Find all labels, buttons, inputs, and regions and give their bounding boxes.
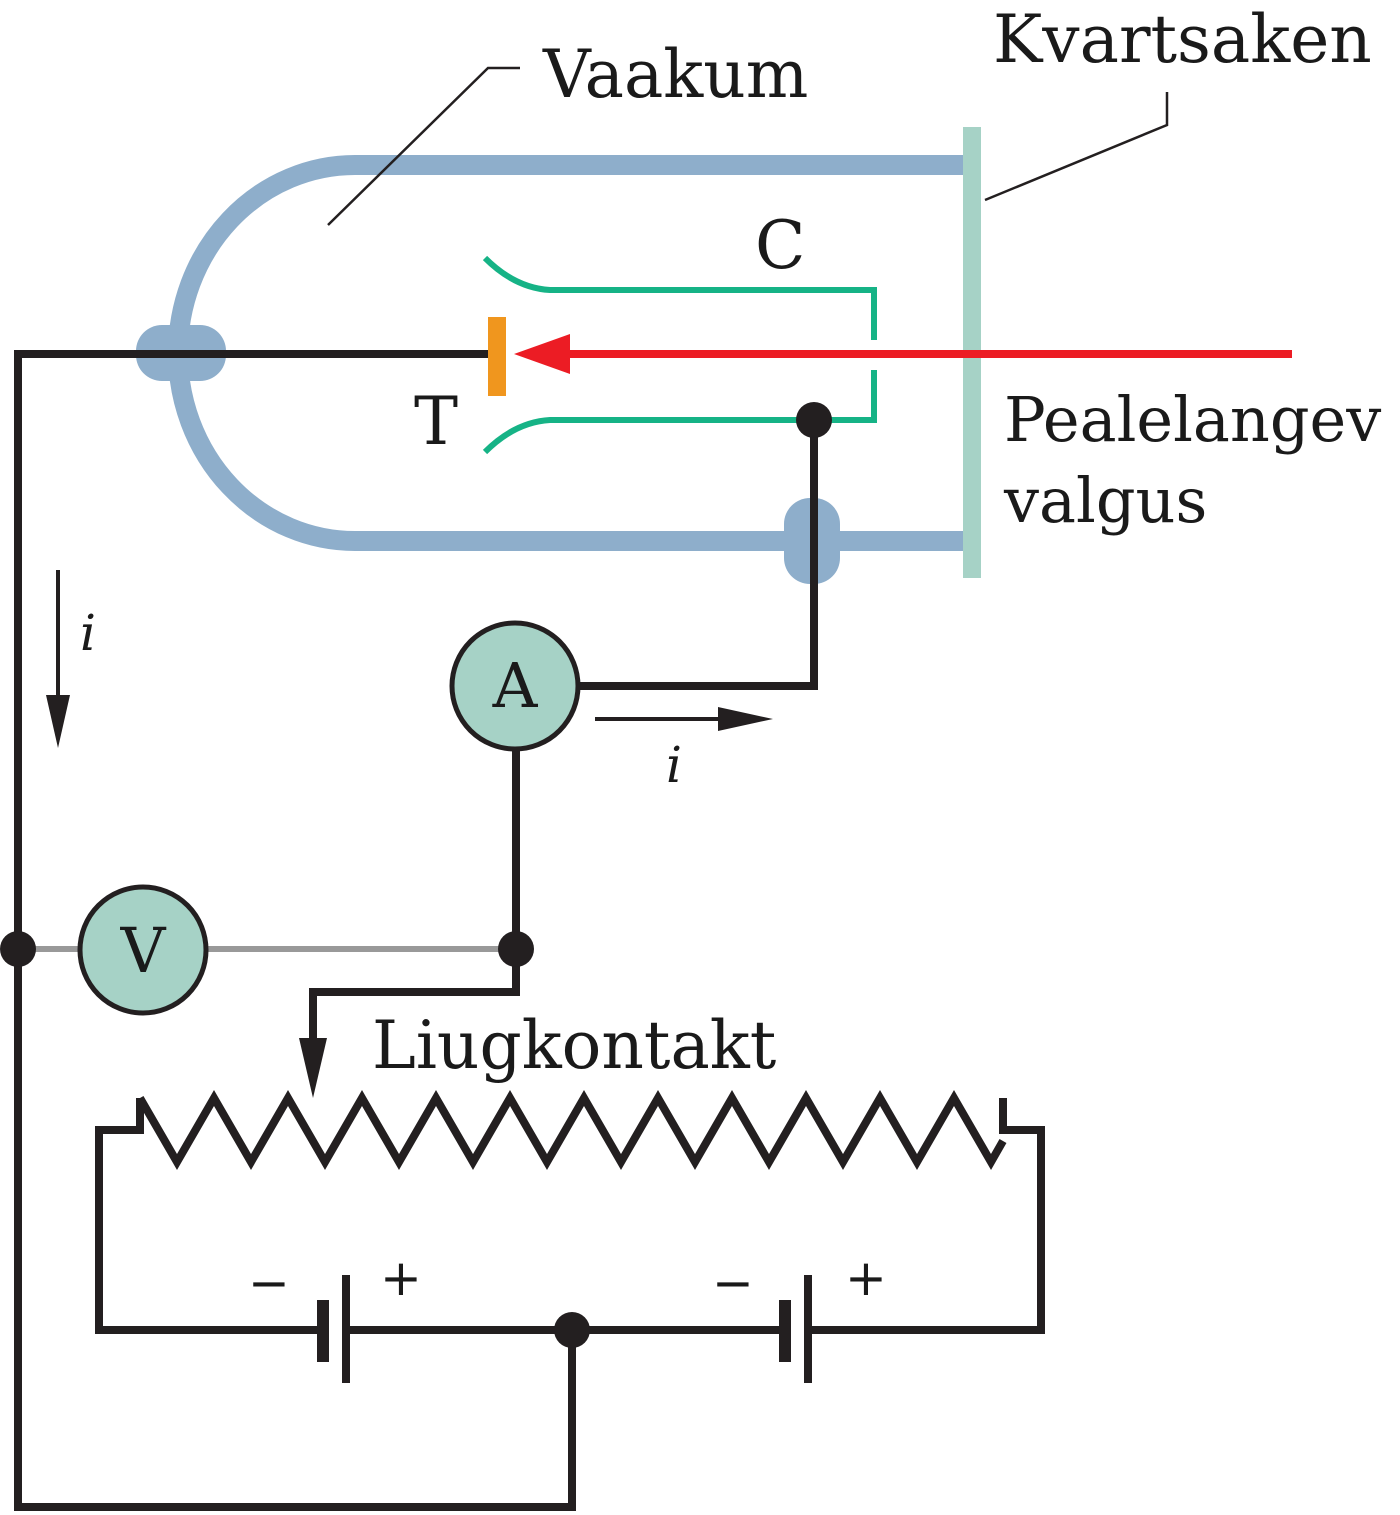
label-incident-light-line2: valgus: [1003, 464, 1207, 537]
voltmeter: [77, 884, 209, 1016]
battery-left: [317, 1275, 350, 1383]
label-incident-light-line1: Pealelangev: [1004, 383, 1381, 456]
label-vacuum: Vaakum: [542, 36, 808, 113]
collector-electrode: [482, 255, 877, 455]
label-current-right: i: [666, 736, 682, 794]
label-ammeter: A: [492, 649, 539, 722]
wire-target-to-ground: [14, 350, 576, 1511]
label-collector: C: [755, 207, 806, 284]
rheostat-resistor: [136, 1090, 1007, 1171]
current-arrow-right: [595, 707, 773, 731]
leader-quartz: [984, 92, 1169, 202]
label-quartz-window: Kvartsaken: [993, 1, 1372, 78]
junction-collector: [796, 402, 832, 438]
wire-rheostat-right: [808, 1098, 1045, 1334]
target-electrode: [488, 317, 506, 396]
label-current-left: i: [80, 604, 96, 662]
label-battery2-plus: +: [845, 1249, 887, 1307]
ammeter: [449, 620, 581, 752]
junction-battery-mid: [554, 1312, 590, 1348]
wire-rheostat-loop: [95, 1098, 320, 1334]
label-battery1-minus: −: [248, 1254, 290, 1312]
wire-collector-to-ammeter: [578, 420, 818, 690]
label-target: T: [414, 383, 458, 460]
label-voltmeter: V: [120, 914, 167, 987]
light-ray-arrowhead: [514, 334, 570, 374]
battery-right: [779, 1275, 812, 1383]
label-battery2-minus: −: [712, 1254, 754, 1312]
junction-left: [0, 931, 36, 967]
current-arrow-left: [46, 570, 70, 748]
label-battery1-plus: +: [380, 1249, 422, 1307]
label-sliding-contact: Liugkontakt: [372, 1007, 776, 1084]
junction-right: [498, 931, 534, 967]
wire-sliding-contact-stem: [309, 950, 520, 1040]
leader-vacuum: [327, 66, 520, 226]
sliding-contact-arrowhead: [299, 1038, 327, 1098]
